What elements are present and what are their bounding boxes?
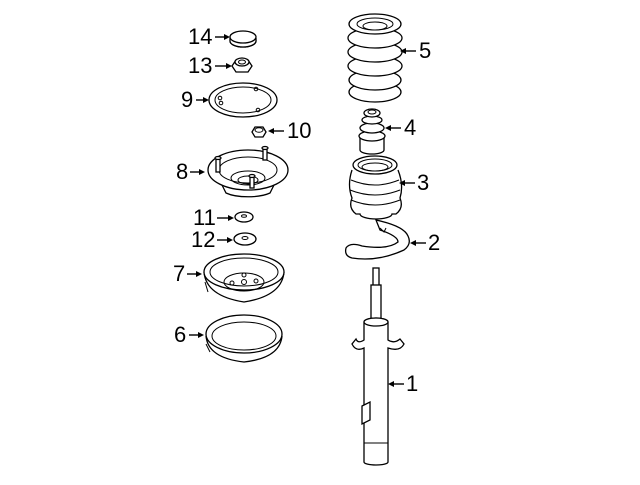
part-14-cap	[229, 30, 257, 48]
part-9-gasket	[208, 82, 278, 118]
arrow-7	[187, 271, 202, 277]
part-12-washer	[233, 232, 257, 246]
callout-7: 7	[173, 261, 186, 286]
arrow-5	[400, 48, 416, 54]
arrow-14	[215, 34, 230, 40]
arrow-4	[385, 125, 401, 131]
part-13-nut	[231, 57, 253, 73]
arrow-9	[196, 97, 209, 103]
part-10-nut	[251, 126, 267, 138]
arrow-8	[190, 169, 205, 175]
arrow-3	[399, 180, 415, 186]
callout-3: 3	[417, 170, 430, 195]
arrow-2	[410, 240, 426, 246]
part-6-insulator	[205, 314, 283, 363]
callout-12: 12	[191, 227, 216, 252]
arrow-10	[268, 128, 284, 134]
part-11-washer	[234, 211, 254, 223]
callout-9: 9	[181, 87, 194, 112]
callout-4: 4	[404, 115, 417, 140]
part-4-bump-stop	[358, 108, 386, 155]
arrow-1	[388, 381, 404, 387]
part-1-strut	[351, 267, 405, 466]
callout-5: 5	[419, 38, 432, 63]
arrow-12	[217, 237, 233, 243]
callout-11: 11	[193, 205, 216, 230]
callout-1: 1	[406, 371, 419, 396]
part-5-coil-spring	[347, 13, 403, 103]
arrow-11	[217, 215, 234, 221]
callout-10: 10	[287, 118, 312, 143]
part-8-strut-mount	[207, 145, 289, 198]
callout-2: 2	[428, 230, 441, 255]
arrow-6	[189, 332, 204, 338]
callout-14: 14	[188, 24, 213, 49]
part-2-spring-pad	[344, 219, 410, 260]
callout-13: 13	[188, 53, 213, 78]
part-7-spring-seat	[203, 253, 285, 303]
callout-6: 6	[174, 322, 187, 347]
callout-8: 8	[176, 159, 189, 184]
part-3-dust-boot	[348, 155, 403, 220]
arrow-13	[215, 63, 232, 69]
